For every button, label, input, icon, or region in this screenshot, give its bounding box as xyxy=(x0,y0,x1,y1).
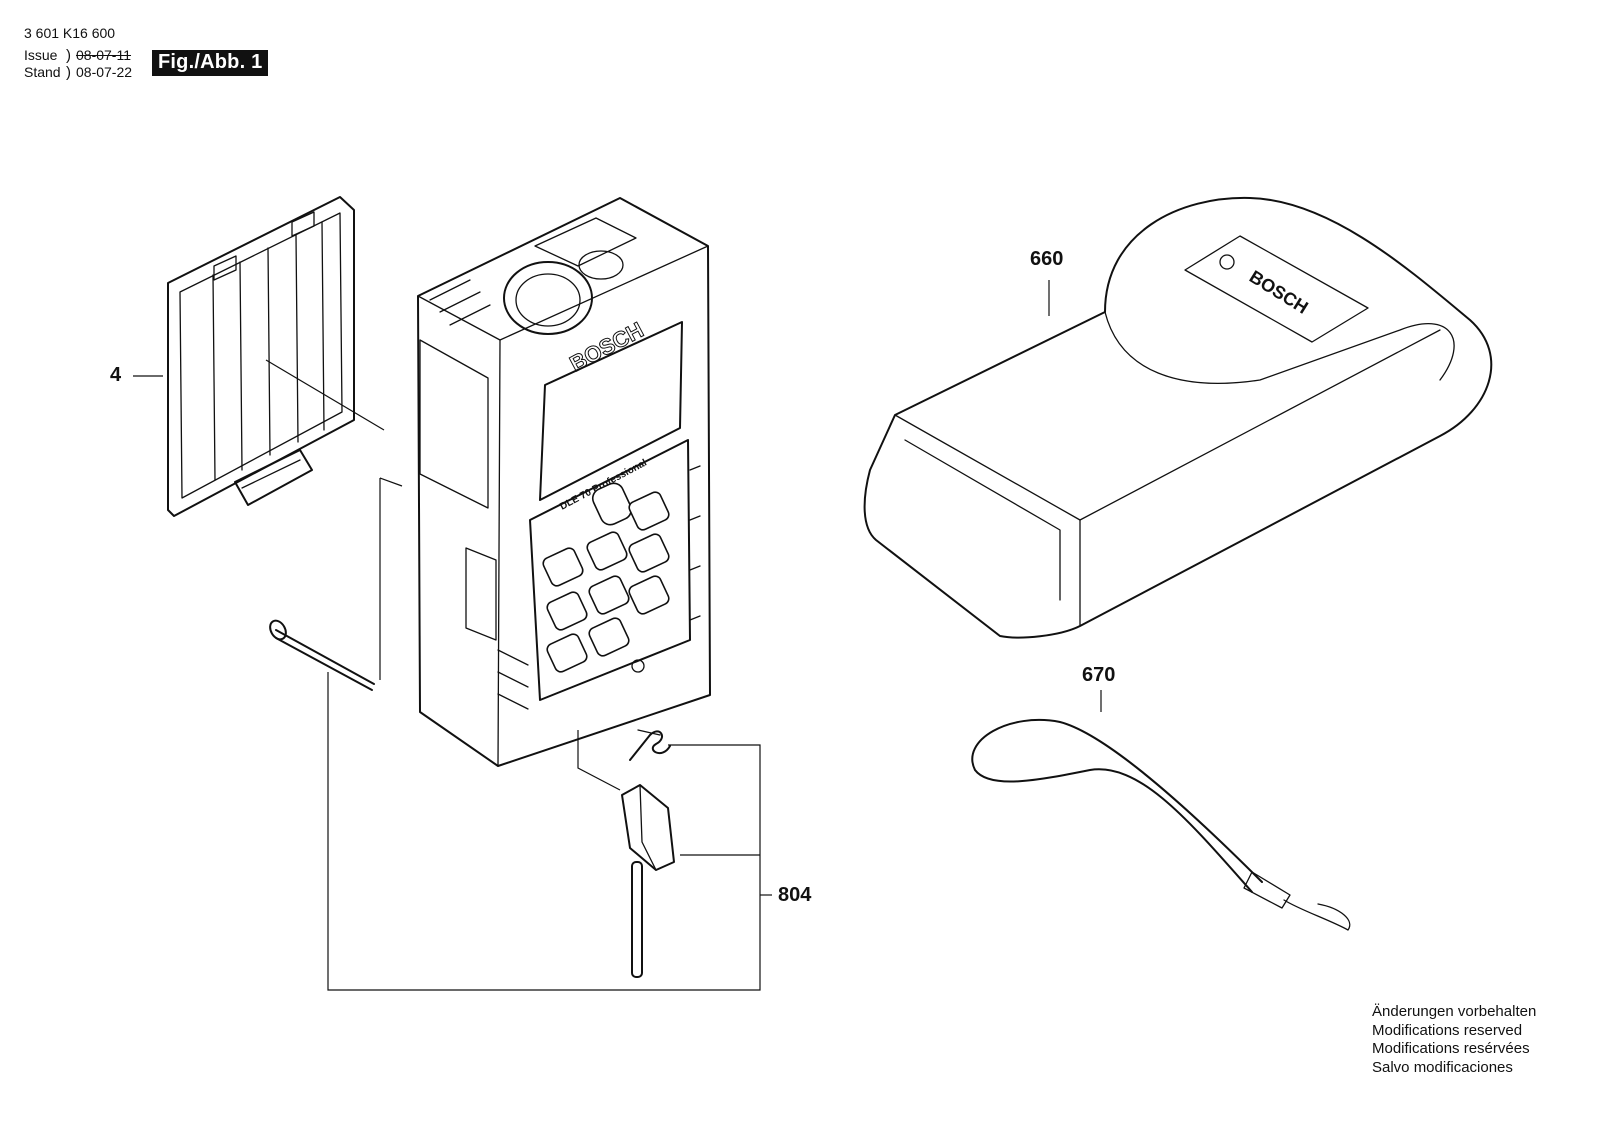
modifications-notes: Änderungen vorbehalten Modifications res… xyxy=(1372,1003,1536,1077)
key-memory-minus xyxy=(628,533,670,573)
stand-label: Stand xyxy=(24,64,61,80)
note-german: Änderungen vorbehalten xyxy=(1372,1003,1537,1020)
hinge-pin xyxy=(269,619,375,691)
key-timer xyxy=(546,633,588,673)
stand-date: 08-07-22 xyxy=(76,64,133,80)
torsion-spring xyxy=(629,729,671,761)
carrying-case: BOSCH xyxy=(863,196,1493,639)
part-number: 3 601 K16 600 xyxy=(24,25,116,41)
key-memory-recall xyxy=(588,575,630,615)
hinge-bracket xyxy=(621,784,675,978)
key-function-1 xyxy=(542,547,584,587)
note-english: Modifications reserved xyxy=(1372,1021,1523,1039)
note-french: Modifications resérvées xyxy=(1372,1040,1530,1057)
device-brand-label: BOSCH xyxy=(566,317,648,376)
issue-label: Issue xyxy=(24,47,58,63)
rangefinder-device: BOSCH DLE 70 Professional xyxy=(417,197,711,767)
stand-brace: ) xyxy=(66,64,71,81)
note-spanish: Salvo modificaciones xyxy=(1372,1058,1513,1076)
key-reference xyxy=(628,575,670,615)
callout-carrying-case: 660 xyxy=(1030,248,1064,270)
key-memory-plus xyxy=(546,591,588,631)
key-mode xyxy=(628,491,670,531)
key-function-2 xyxy=(586,531,628,571)
figure-label: Fig./Abb. 1 xyxy=(152,50,269,76)
issue-brace: ) xyxy=(66,47,71,64)
callout-battery-cover: 4 xyxy=(110,364,122,386)
key-measure xyxy=(591,482,633,526)
wrist-strap xyxy=(971,719,1351,931)
issue-block: Issue ) 08-07-11 Stand ) 08-07-22 xyxy=(24,47,132,81)
battery-cover xyxy=(167,196,355,517)
callout-wrist-strap: 670 xyxy=(1082,664,1116,686)
key-clear xyxy=(588,617,630,657)
callout-hinge-set: 804 xyxy=(778,884,812,906)
issue-date: 08-07-11 xyxy=(76,47,132,63)
